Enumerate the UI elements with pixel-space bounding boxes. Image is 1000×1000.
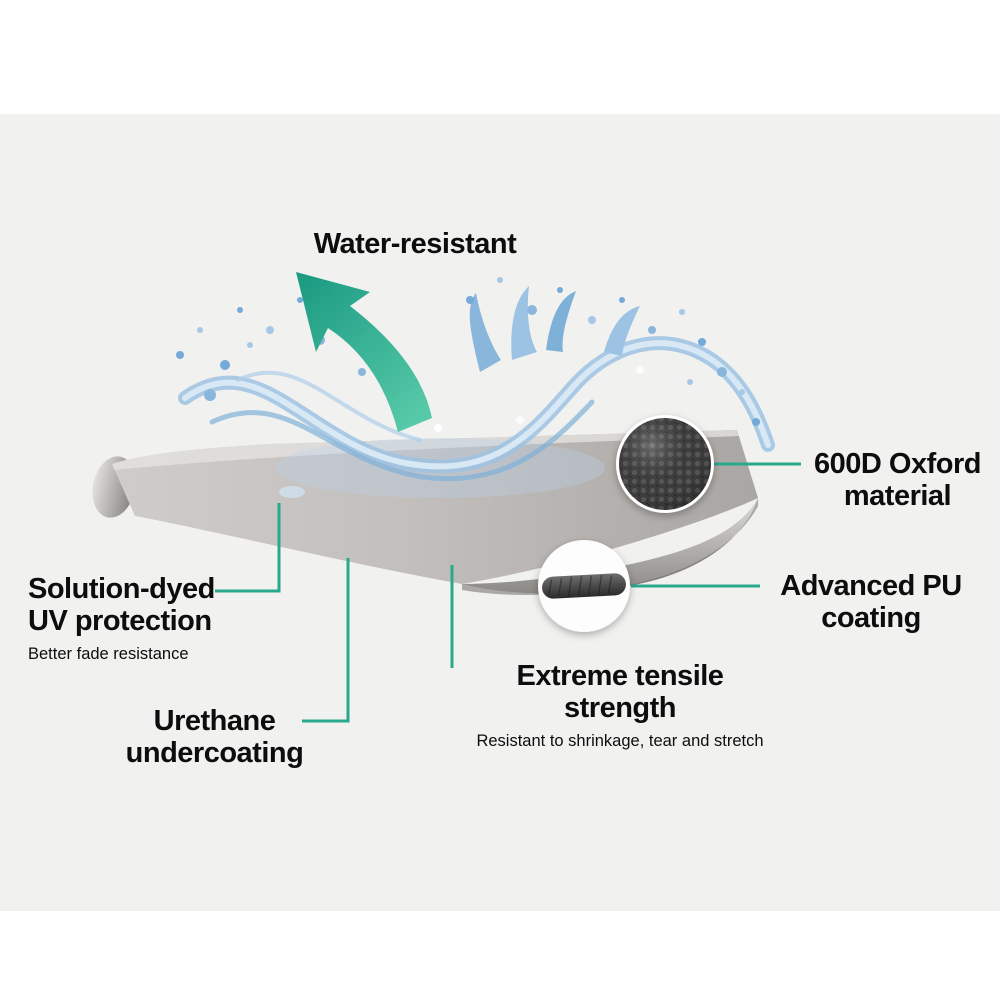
urethane-label-line2: undercoating — [125, 737, 304, 770]
uv-label-line2: UV protection — [28, 605, 212, 638]
tensile-label-line2: strength — [564, 692, 677, 725]
uv-label-subtitle: Better fade resistance — [28, 644, 189, 663]
callout-water-resistant: Water-resistant — [280, 228, 550, 260]
uv-highlight-spot — [279, 486, 305, 498]
oxford-label-line1: 600D Oxford — [814, 448, 981, 480]
tensile-label-subtitle: Resistant to shrinkage, tear and stretch — [476, 731, 764, 750]
uv-connector-line — [215, 503, 281, 593]
callout-pu-coating: Advanced PU coating — [762, 570, 980, 635]
callout-oxford-material: 600D Oxford material — [800, 448, 995, 513]
pu-coating-swatch-icon — [538, 540, 630, 632]
tensile-label-line1: Extreme tensile — [516, 660, 724, 692]
callout-tensile-strength: Extreme tensile strength Resistant to sh… — [455, 660, 785, 750]
urethane-connector-line — [302, 558, 350, 723]
connector-lines — [215, 462, 801, 723]
callout-urethane-undercoating: Urethane undercoating — [112, 705, 317, 770]
oxford-label-line2: material — [843, 480, 952, 513]
urethane-label-line1: Urethane — [153, 705, 276, 737]
pu-label-line2: coating — [821, 602, 921, 635]
pu-label-line1: Advanced PU — [780, 570, 962, 602]
callout-uv-protection: Solution-dyed UV protection Better fade … — [28, 573, 288, 663]
oxford-fabric-swatch-icon — [616, 415, 714, 513]
water-repel-arrow-icon — [296, 272, 432, 432]
water-resistant-label: Water-resistant — [313, 228, 517, 260]
uv-label-line1: Solution-dyed — [28, 573, 215, 605]
water-splash-icon — [176, 277, 775, 498]
